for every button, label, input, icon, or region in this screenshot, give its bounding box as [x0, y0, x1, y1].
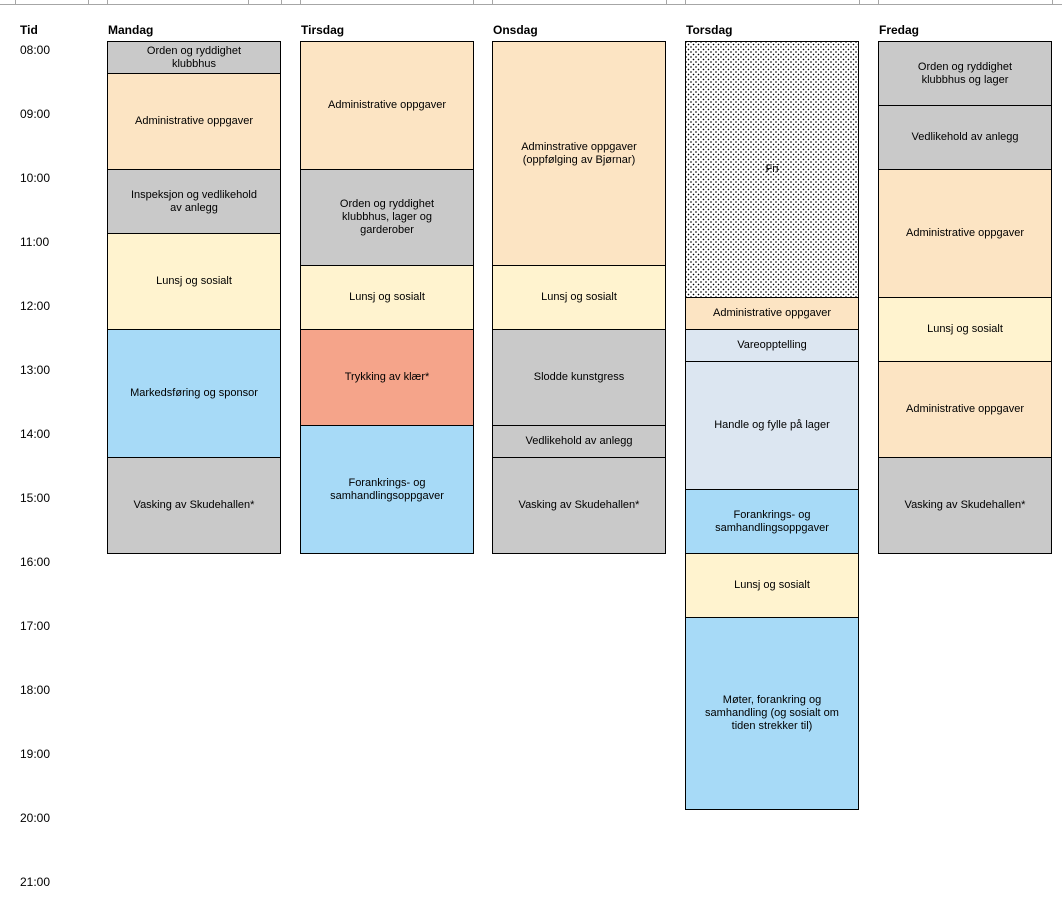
time-label: 20:00	[20, 811, 51, 825]
gridline-tick	[300, 0, 301, 4]
event-block[interactable]: Adminstrative oppgaver (oppfølging av Bj…	[492, 41, 666, 266]
event-block[interactable]: Administrative oppgaver	[107, 73, 281, 170]
event-block[interactable]: Orden og ryddighet klubbhus og lager	[878, 41, 1052, 106]
gridline-tick	[878, 0, 879, 4]
event-block[interactable]: Lunsj og sosialt	[492, 265, 666, 330]
event-label: Administrative oppgaver	[905, 227, 1024, 239]
gridline-tick	[107, 0, 108, 4]
event-label: Lunsj og sosialt	[734, 579, 810, 591]
time-label: 21:00	[20, 875, 51, 889]
time-axis-header: Tid	[20, 23, 38, 37]
event-block[interactable]: Lunsj og sosialt	[878, 297, 1052, 362]
time-label: 15:00	[20, 491, 51, 505]
event-label: Markedsføring og sponsor	[130, 387, 258, 399]
event-label: Møter, forankring og samhandling (og sos…	[705, 694, 839, 732]
event-label: Administrative oppgaver	[712, 307, 831, 319]
event-label: Orden og ryddighet klubbhus og lager	[917, 60, 1013, 86]
event-label: Orden og ryddighet klubbhus, lager og ga…	[339, 198, 435, 236]
time-label: 09:00	[20, 107, 51, 121]
event-block[interactable]: Vasking av Skudehallen*	[878, 457, 1052, 554]
event-label: Lunsj og sosialt	[349, 291, 425, 303]
event-label: Administrative oppgaver	[134, 115, 253, 127]
event-label: Vasking av Skudehallen*	[904, 499, 1026, 511]
event-label: Inspeksjon og vedlikehold av anlegg	[131, 188, 257, 214]
event-label: Lunsj og sosialt	[541, 291, 617, 303]
event-label: Vedlikehold av anlegg	[911, 131, 1019, 143]
event-label: Administrative oppgaver	[905, 403, 1024, 415]
event-block[interactable]: Administrative oppgaver	[878, 169, 1052, 298]
event-block[interactable]: Lunsj og sosialt	[685, 553, 859, 618]
day-header-mandag: Mandag	[108, 23, 154, 37]
event-block[interactable]: Vasking av Skudehallen*	[492, 457, 666, 554]
time-label: 10:00	[20, 171, 51, 185]
gridline-tick	[281, 0, 282, 4]
event-block[interactable]: Vedlikehold av anlegg	[878, 105, 1052, 170]
event-block[interactable]: Vareopptelling	[685, 329, 859, 362]
time-label: 19:00	[20, 747, 51, 761]
time-label: 12:00	[20, 299, 51, 313]
event-block[interactable]: Forankrings- og samhandlingsoppgaver	[685, 489, 859, 554]
time-label: 13:00	[20, 363, 51, 377]
event-label: Administrative oppgaver	[327, 99, 446, 111]
event-label: Vedlikehold av anlegg	[525, 435, 633, 447]
event-block[interactable]: Forankrings- og samhandlingsoppgaver	[300, 425, 474, 554]
event-block[interactable]: Inspeksjon og vedlikehold av anlegg	[107, 169, 281, 234]
event-label: Lunsj og sosialt	[156, 275, 232, 287]
event-label: Forankrings- og samhandlingsoppgaver	[715, 508, 829, 534]
event-block[interactable]: Administrative oppgaver	[685, 297, 859, 330]
event-label: Adminstrative oppgaver (oppfølging av Bj…	[521, 140, 637, 166]
spreadsheet-gridline	[0, 4, 1062, 5]
event-label: Handle og fylle på lager	[714, 419, 830, 431]
event-label: Vareopptelling	[737, 339, 807, 351]
event-block[interactable]: Fri	[685, 41, 859, 298]
event-block[interactable]: Trykking av klær*	[300, 329, 474, 426]
event-label: Trykking av klær*	[344, 371, 430, 383]
event-label: Fri	[765, 163, 779, 175]
gridline-tick	[492, 0, 493, 4]
event-block[interactable]: Vedlikehold av anlegg	[492, 425, 666, 458]
day-header-tirsdag: Tirsdag	[301, 23, 345, 37]
gridline-tick	[88, 0, 89, 4]
event-label: Forankrings- og samhandlingsoppgaver	[330, 476, 444, 502]
time-label: 18:00	[20, 683, 51, 697]
day-header-onsdag: Onsdag	[493, 23, 538, 37]
time-label: 14:00	[20, 427, 51, 441]
day-header-torsdag: Torsdag	[686, 23, 733, 37]
event-block[interactable]: Orden og ryddighet klubbhus	[107, 41, 281, 74]
gridline-tick	[685, 0, 686, 4]
time-label: 11:00	[20, 235, 50, 249]
gridline-tick	[859, 0, 860, 4]
event-block[interactable]: Administrative oppgaver	[878, 361, 1052, 458]
event-block[interactable]: Lunsj og sosialt	[107, 233, 281, 330]
event-label: Vasking av Skudehallen*	[518, 499, 640, 511]
time-label: 17:00	[20, 619, 51, 633]
gridline-tick	[15, 0, 16, 4]
time-label: 16:00	[20, 555, 51, 569]
event-block[interactable]: Handle og fylle på lager	[685, 361, 859, 490]
event-label: Slodde kunstgress	[533, 371, 625, 383]
event-label: Orden og ryddighet klubbhus	[146, 44, 242, 70]
event-block[interactable]: Administrative oppgaver	[300, 41, 474, 170]
gridline-tick	[1052, 0, 1053, 4]
event-block[interactable]: Slodde kunstgress	[492, 329, 666, 426]
gridline-tick	[473, 0, 474, 4]
event-label: Lunsj og sosialt	[927, 323, 1003, 335]
gridline-tick	[248, 0, 249, 4]
event-block[interactable]: Lunsj og sosialt	[300, 265, 474, 330]
event-label: Vasking av Skudehallen*	[133, 499, 255, 511]
event-block[interactable]: Orden og ryddighet klubbhus, lager og ga…	[300, 169, 474, 266]
event-block[interactable]: Møter, forankring og samhandling (og sos…	[685, 617, 859, 810]
day-header-fredag: Fredag	[879, 23, 920, 37]
event-block[interactable]: Markedsføring og sponsor	[107, 329, 281, 458]
time-label: 08:00	[20, 43, 51, 57]
gridline-tick	[666, 0, 667, 4]
event-block[interactable]: Vasking av Skudehallen*	[107, 457, 281, 554]
